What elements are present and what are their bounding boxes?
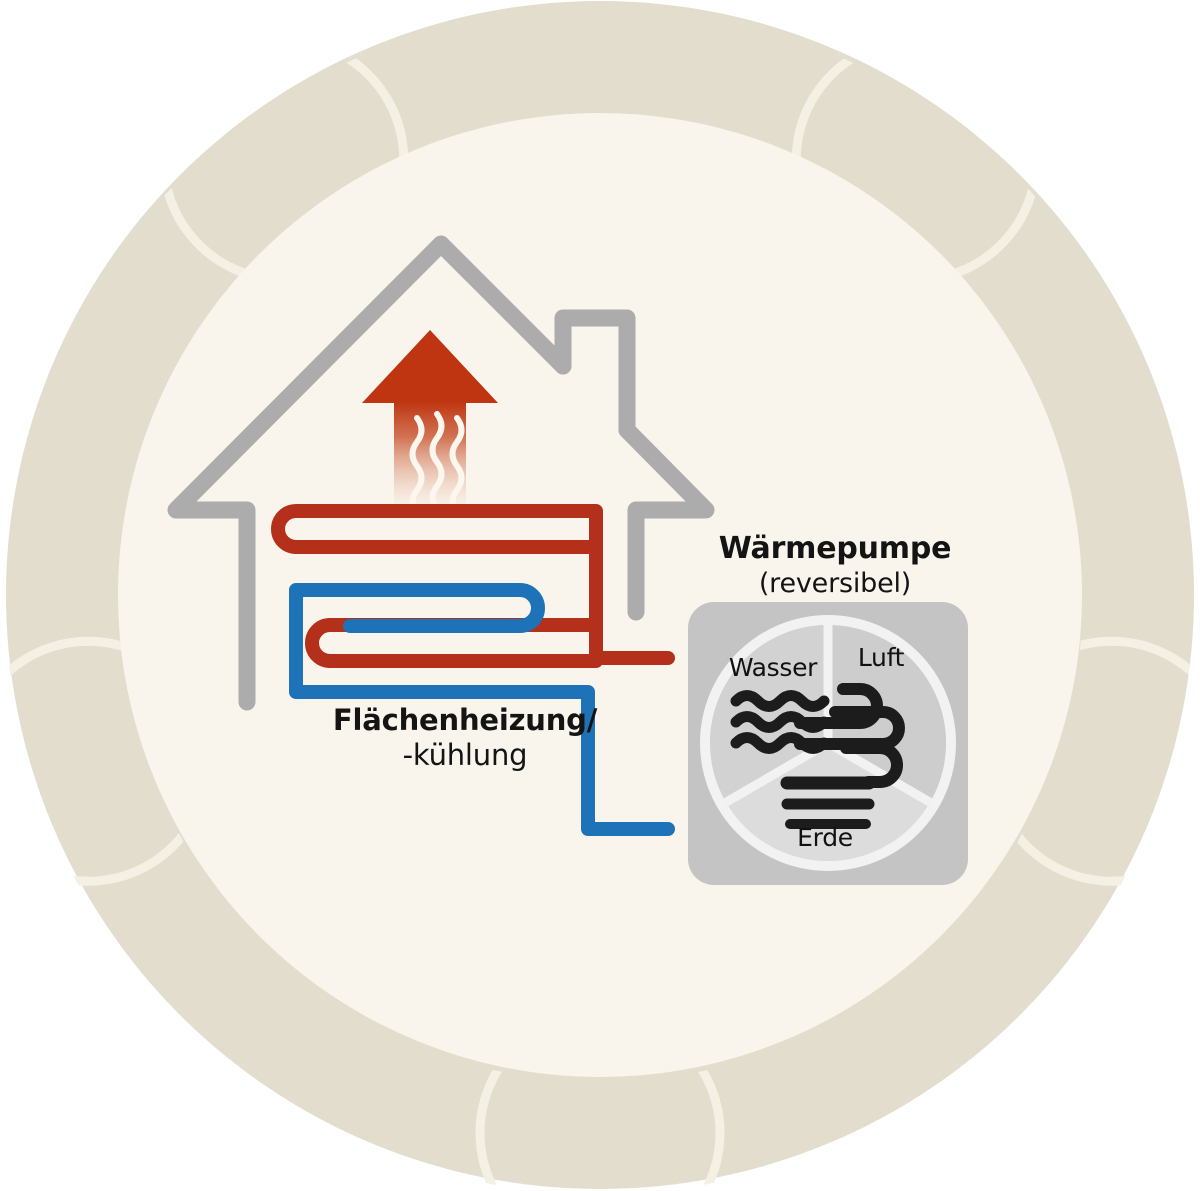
house-outline	[167, 235, 715, 711]
floor-system-label-line2: -kühlung	[402, 738, 528, 772]
heat-pump-unit[interactable]	[688, 602, 968, 885]
segment-label-erde[interactable]: Erde	[797, 823, 853, 852]
heat-arrow-group	[362, 330, 498, 520]
cooling-pipe	[289, 583, 675, 836]
heating-pipe	[271, 504, 675, 668]
heat-pump-title: Wärmepumpe	[718, 531, 952, 566]
earth-layers-icon	[780, 776, 876, 829]
heat-arrow	[362, 330, 498, 520]
heat-wave-lines	[409, 411, 465, 515]
segment-label-wasser[interactable]: Wasser	[728, 653, 818, 682]
wind-icon	[794, 683, 905, 788]
segment-label-luft[interactable]: Luft	[857, 643, 905, 672]
floor-system-label-line1: Flächenheizung/	[332, 703, 598, 737]
heat-pump-subtitle: (reversibel)	[758, 568, 912, 599]
